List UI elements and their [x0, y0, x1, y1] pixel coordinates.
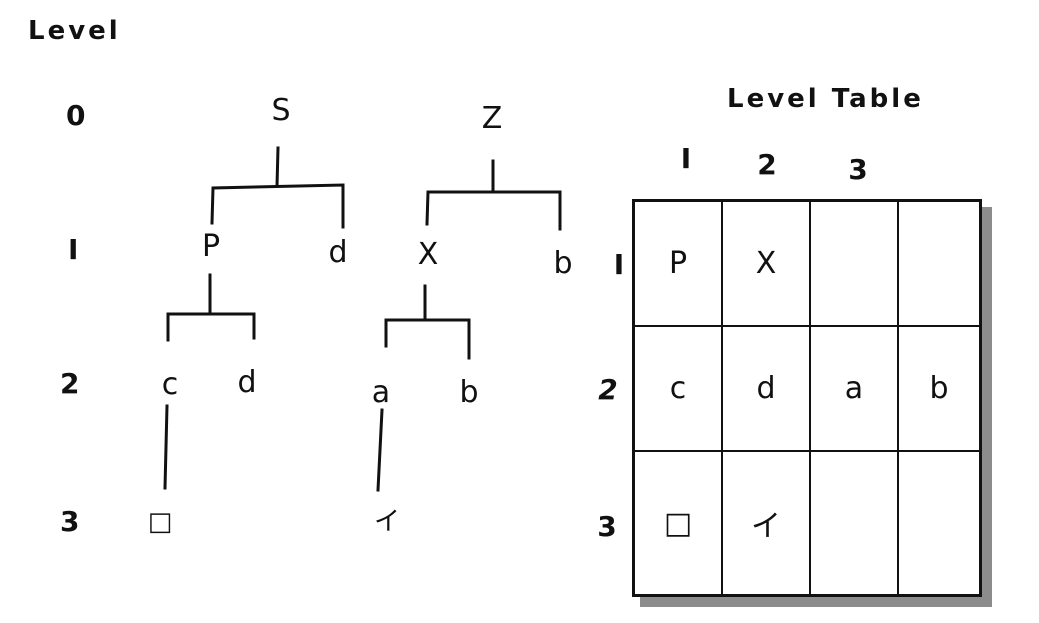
level-table-grid: P X c d a b □ イ	[632, 199, 982, 597]
tree-s-root: S	[271, 93, 291, 128]
level-table-row-label-1: I	[613, 248, 625, 281]
level-table-cell	[899, 202, 979, 327]
level-table-cell: □	[635, 452, 723, 594]
level-title: Level	[28, 16, 121, 46]
connector-x-bracket	[384, 318, 471, 360]
tree-z-node-b1: b	[553, 246, 573, 281]
level-table-cell: P	[635, 202, 723, 327]
level-table-cell	[811, 202, 899, 327]
tree-z-node-b2: b	[459, 375, 479, 410]
connector-z-bracket	[425, 190, 562, 231]
connector-p-bracket	[166, 312, 256, 342]
tree-s-node-d1: d	[328, 235, 348, 270]
level-table-cell: d	[723, 327, 811, 452]
level-table-cell	[899, 452, 979, 594]
tree-s-node-p: P	[201, 229, 221, 264]
tree-z-root: Z	[481, 101, 503, 136]
level-table-cell	[811, 452, 899, 594]
level-table-col-header-2: 2	[757, 148, 777, 181]
level-table-cell: b	[899, 327, 979, 452]
level-number-2: 2	[60, 367, 80, 400]
level-table-title: Level Table	[727, 84, 924, 114]
tree-s-node-d2: d	[237, 365, 257, 400]
level-number-0: 0	[66, 99, 86, 132]
level-table-cell: X	[723, 202, 811, 327]
level-table-col-header-1: I	[680, 142, 692, 175]
connector-a-to-i	[376, 408, 384, 492]
level-table-cell: c	[635, 327, 723, 452]
level-number-1: I	[68, 233, 79, 266]
tree-s-node-c: c	[161, 367, 179, 402]
level-table-col-header-3: 3	[848, 153, 868, 186]
level-table-row-label-2: 2	[598, 373, 618, 406]
level-table-row-label-3: 3	[597, 510, 617, 543]
tree-s-node-square: □	[147, 507, 173, 537]
level-table-cell: a	[811, 327, 899, 452]
level-number-3: 3	[60, 505, 80, 538]
tree-z-node-i: イ	[373, 507, 401, 537]
level-table-cell: イ	[723, 452, 811, 594]
connector-s-bracket	[210, 183, 345, 229]
connector-s-root	[275, 146, 280, 188]
tree-z-node-x: X	[417, 237, 439, 272]
connector-c-to-square	[163, 404, 169, 490]
level-table: P X c d a b □ イ	[632, 199, 992, 607]
tree-z-node-a: a	[371, 375, 391, 410]
